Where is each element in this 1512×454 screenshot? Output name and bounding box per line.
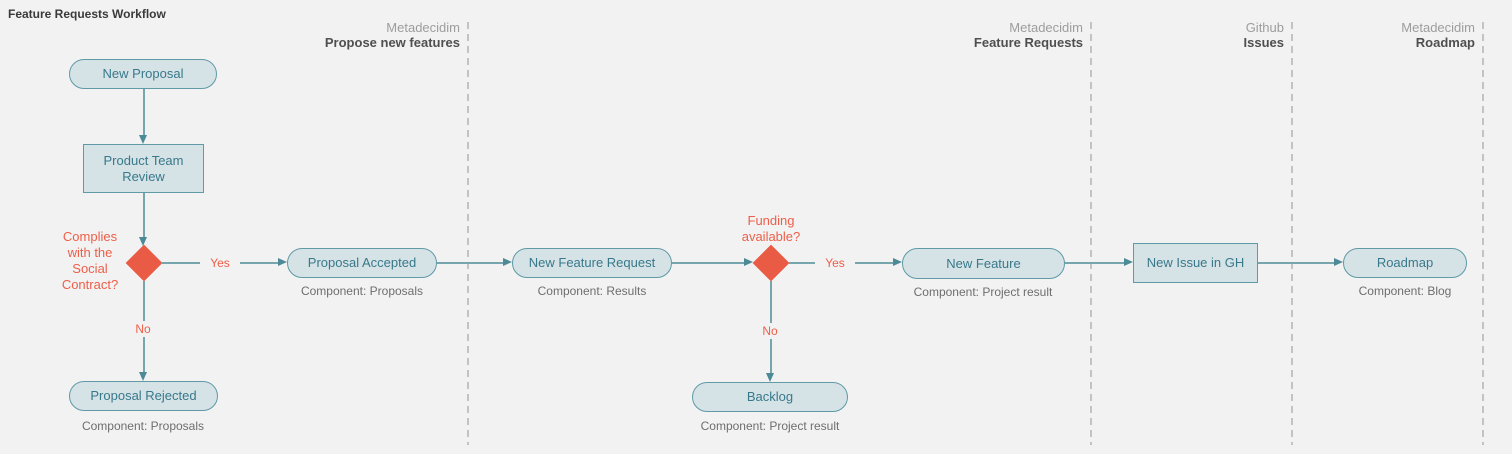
arrowhead-down-icon <box>766 373 774 382</box>
decision-funding-diamond-icon <box>752 244 790 282</box>
lane-separator-1 <box>467 22 469 445</box>
lane-name: Propose new features <box>324 35 460 50</box>
node-new-feature-request: New Feature Request <box>512 248 672 278</box>
page-title: Feature Requests Workflow <box>8 7 166 21</box>
decision-social-contract-label: Complies with the Social Contract? <box>61 229 119 292</box>
arrowhead-right-icon <box>1124 258 1133 266</box>
lane-platform: Github <box>1245 20 1284 35</box>
decision-funding-label: Funding available? <box>741 213 801 244</box>
lane-header-roadmap: Metadecidim Roadmap <box>1255 20 1475 50</box>
edge-featurerequest-funding <box>672 262 745 264</box>
node-new-proposal: New Proposal <box>69 59 217 89</box>
lane-header-issues: Github Issues <box>1064 20 1284 50</box>
arrowhead-down-icon <box>139 135 147 144</box>
node-backlog: Backlog <box>692 382 848 412</box>
lane-name: Issues <box>1243 35 1284 50</box>
node-label: New Issue in GH <box>1146 255 1245 270</box>
lane-name: Feature Requests <box>973 35 1083 50</box>
lane-platform: Metadecidim <box>1009 20 1083 35</box>
arrowhead-right-icon <box>503 258 512 266</box>
edge-newproposal-review <box>143 89 145 136</box>
component-label: Component: Proposals <box>81 419 205 433</box>
node-proposal-rejected: Proposal Rejected <box>69 381 218 411</box>
lane-header-propose-new-features: Metadecidim Propose new features <box>240 20 460 50</box>
node-new-issue-in-gh: New Issue in GH <box>1133 243 1258 283</box>
arrowhead-right-icon <box>278 258 287 266</box>
arrowhead-right-icon <box>744 258 753 266</box>
node-product-team-review: Product Team Review <box>83 144 204 193</box>
arrowhead-down-icon <box>139 237 147 246</box>
component-label: Component: Blog <box>1358 284 1452 298</box>
edge-label-no: No <box>750 323 790 339</box>
node-label: New Feature Request <box>528 255 656 270</box>
component-label: Component: Proposals <box>300 284 424 298</box>
component-label: Component: Project result <box>913 285 1053 299</box>
edge-review-decision <box>143 193 145 238</box>
arrowhead-right-icon <box>1334 258 1343 266</box>
node-proposal-accepted: Proposal Accepted <box>287 248 437 278</box>
edge-label-yes: Yes <box>815 255 855 271</box>
node-label: Product Team Review <box>103 152 184 184</box>
lane-separator-3 <box>1291 22 1293 445</box>
edge-accepted-featurerequest <box>437 262 504 264</box>
node-label: Backlog <box>746 389 794 404</box>
lane-name: Roadmap <box>1415 35 1475 50</box>
lane-separator-4 <box>1482 22 1484 445</box>
edge-label-yes: Yes <box>200 255 240 271</box>
node-label: New Feature <box>946 255 1021 271</box>
component-label: Component: Project result <box>700 419 840 433</box>
node-label: New Proposal <box>102 66 184 81</box>
lane-separator-2 <box>1090 22 1092 445</box>
component-label: Component: Results <box>537 284 647 298</box>
edge-label-no: No <box>123 321 163 337</box>
lane-platform: Metadecidim <box>1401 20 1475 35</box>
node-label: Proposal Rejected <box>90 388 197 403</box>
lane-header-feature-requests: Metadecidim Feature Requests <box>863 20 1083 50</box>
edge-issue-roadmap <box>1258 262 1335 264</box>
arrowhead-right-icon <box>893 258 902 266</box>
edge-newfeature-issue <box>1065 262 1125 264</box>
arrowhead-down-icon <box>139 372 147 381</box>
node-new-feature: New Feature <box>902 248 1065 279</box>
lane-platform: Metadecidim <box>386 20 460 35</box>
node-label: Roadmap <box>1376 255 1434 270</box>
node-roadmap: Roadmap <box>1343 248 1467 278</box>
node-label: Proposal Accepted <box>307 255 417 270</box>
